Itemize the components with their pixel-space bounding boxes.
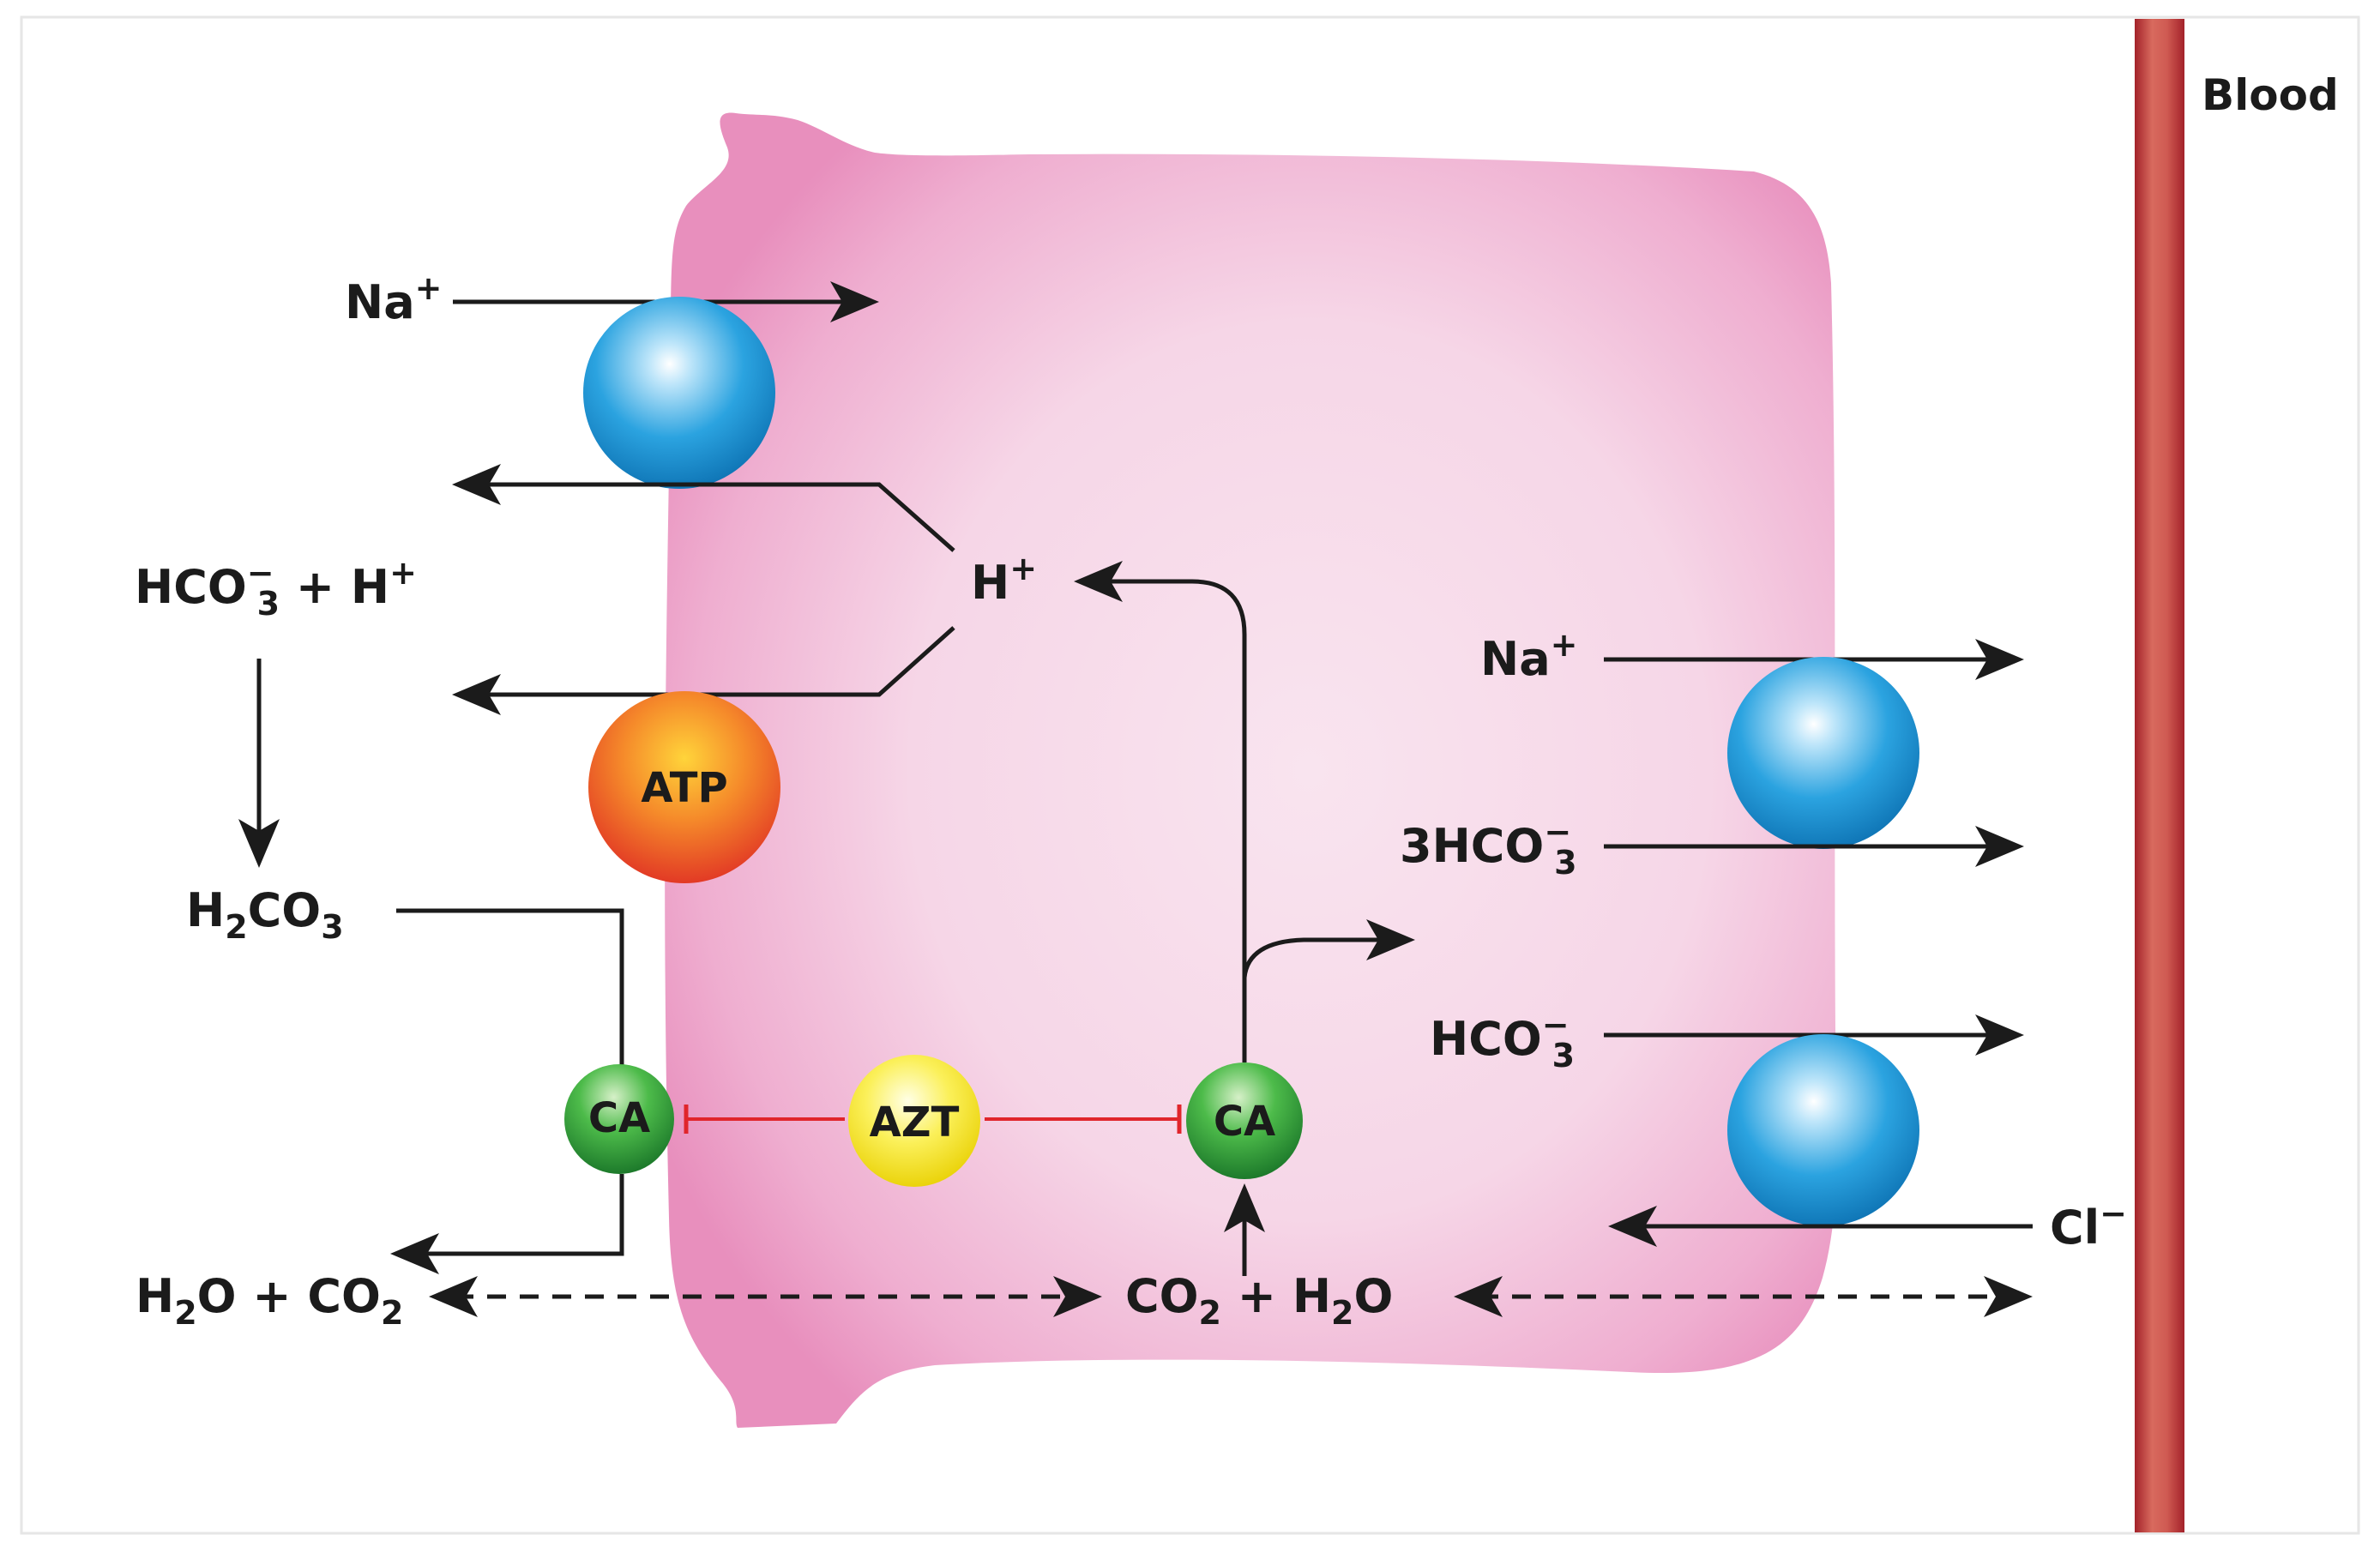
azt-inhibitor (848, 1055, 980, 1187)
azt-inhibition-left (684, 1105, 845, 1134)
baso-na-label: Na+ (1480, 626, 1577, 686)
figure-frame (20, 15, 2360, 1535)
anion-exchanger (1727, 1034, 1919, 1226)
ca-to-h-arrow (1074, 561, 1247, 1062)
h-export-arrow-upper (452, 464, 955, 552)
cell-co2-water-label: CO2 + H2O (1125, 1269, 1393, 1332)
baso-cl-label: Cl− (2050, 1195, 2127, 1255)
lumen-na-label: Na+ (345, 269, 442, 329)
co2-diffusion-arrow-apical (429, 1276, 1102, 1317)
blood-label: Blood (2202, 70, 2339, 120)
ca-to-bicarb-arrow (1242, 919, 1415, 978)
ca-right-label: CA (1214, 1098, 1275, 1146)
atp-pump (588, 691, 780, 883)
co2-diffusion-arrow-basolateral (1454, 1276, 2033, 1317)
co2-to-ca-arrow (1224, 1183, 1265, 1276)
bicarb-efflux-arrow (1604, 1014, 2024, 1056)
na-transporter-apical (583, 297, 775, 489)
blood-vessel (2135, 19, 2184, 1532)
atp-label: ATP (641, 764, 727, 812)
chloride-uptake-arrow (1608, 1206, 2033, 1247)
baso-3hco3-label: 3HCO−3 (1400, 813, 1577, 882)
ca-left-label: CA (588, 1094, 650, 1142)
ca-to-water-co2-arrow (390, 1174, 624, 1274)
bicarb-to-carbonic-arrow (238, 659, 280, 868)
h-export-arrow-lower (452, 626, 955, 715)
baso-hco3-label: HCO−3 (1430, 1006, 1575, 1074)
three-bicarb-efflux-arrow (1604, 826, 2024, 867)
nbc-transporter (1727, 657, 1919, 849)
carbonic-to-ca-line (396, 908, 624, 1068)
lumen-water-co2-label: H2O + CO2 (136, 1269, 403, 1332)
ca-enzyme-luminal (564, 1064, 674, 1174)
ca-enzyme-cytosolic (1186, 1062, 1303, 1179)
na-efflux-arrow (1604, 639, 2024, 680)
cell-h-label: H+ (971, 550, 1037, 610)
azt-inhibition-right (985, 1105, 1182, 1134)
carbonic-acid-label: H2CO3 (186, 883, 344, 946)
azt-label: AZT (870, 1099, 960, 1147)
lumen-bicarb-h-label: HCO−3 + H+ (135, 554, 417, 623)
